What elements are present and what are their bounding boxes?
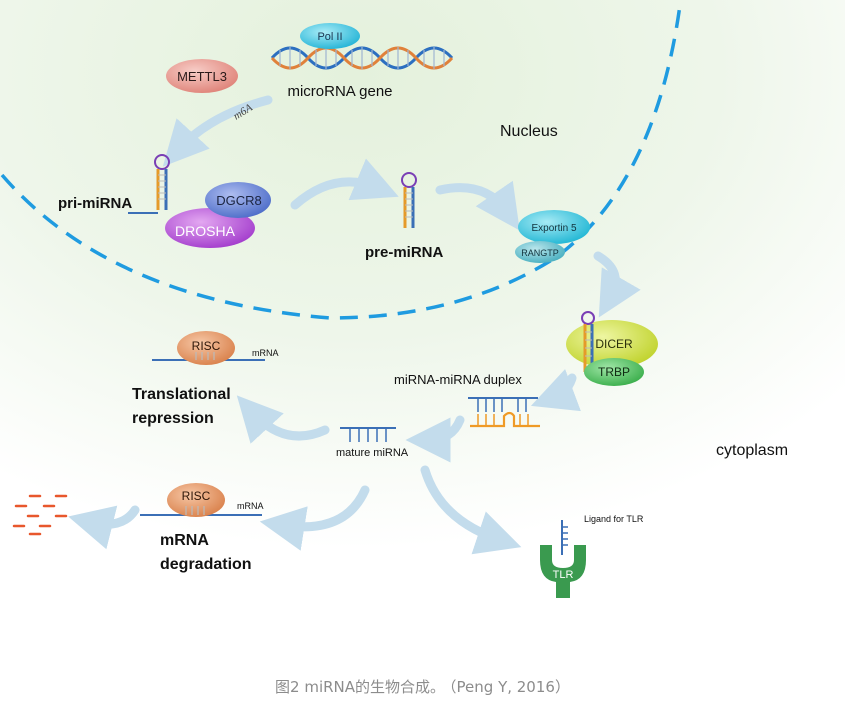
pre-mirna-hairpin <box>401 172 417 228</box>
pri-mirna-hairpin <box>128 154 170 214</box>
arrow-pre-to-exportin <box>435 180 520 231</box>
risc-complex-bottom <box>167 483 225 517</box>
microrna-gene-label: microRNA gene <box>287 83 392 100</box>
figure-caption: 图2 miRNA的生物合成。（Peng Y, 2016） <box>0 676 845 697</box>
arrow-dicer-to-duplex <box>530 369 581 412</box>
arrow-pri-to-pre <box>290 158 399 210</box>
pol-ii-enzyme <box>300 23 360 49</box>
mature-mirna-label: mature miRNA <box>336 447 409 459</box>
pre-mirna-label: pre-miRNA <box>365 244 444 261</box>
trbp-protein <box>584 358 644 386</box>
exportin-5-protein <box>518 210 590 244</box>
arrow-duplex-to-mature <box>405 415 465 463</box>
nucleus-membrane <box>0 4 682 320</box>
tlr-receptor <box>540 545 586 598</box>
pathway-arrows <box>68 95 641 555</box>
tlr-label: TLR <box>553 569 574 581</box>
drosha-label: DROSHA <box>175 223 236 239</box>
pol-ii-label: Pol II <box>317 31 342 43</box>
duplex-label: miRNA-miRNA duplex <box>394 372 522 387</box>
mettl3-enzyme <box>166 59 238 93</box>
mettl3-label: METTL3 <box>177 69 227 84</box>
mrna-label-top: mRNA <box>252 348 279 358</box>
caption-citation: （Peng Y, 2016） <box>449 678 570 696</box>
exportin-5-label: Exportin 5 <box>531 223 576 234</box>
arrow-to-degradation <box>259 485 370 551</box>
nucleus-label: Nucleus <box>500 123 558 140</box>
degradation-label-line2: degradation <box>160 556 252 573</box>
translational-label-line2: repression <box>132 410 214 427</box>
risc-label-bottom: RISC <box>182 489 211 503</box>
risc-top-pairing <box>195 352 215 360</box>
caption-text: 图2 miRNA的生物合成。 <box>275 678 446 696</box>
dgcr8-enzyme <box>205 182 271 218</box>
mature-mirna-strand <box>340 427 396 442</box>
arrow-gene-to-pri <box>162 95 273 167</box>
arrow-to-tlr <box>420 465 522 555</box>
mirna-biogenesis-diagram: Pol II microRNA gene METTL3 m6A Nucleus … <box>0 0 845 610</box>
degradation-label-line1: mRNA <box>160 532 209 549</box>
arrow-to-translational <box>236 395 330 444</box>
rangtp-protein <box>515 241 565 263</box>
risc-label-top: RISC <box>192 339 221 353</box>
arrow-exportin-to-dicer <box>593 251 641 318</box>
drosha-enzyme <box>165 208 255 248</box>
risc-bottom-pairing <box>185 506 205 515</box>
tlr-ligand-strand <box>561 520 568 555</box>
dna-helix <box>270 46 454 70</box>
degraded-mrna-fragments <box>12 494 68 536</box>
rangtp-label: RANGTP <box>521 248 559 258</box>
arrow-to-fragments <box>68 505 140 550</box>
pri-mirna-label: pri-miRNA <box>58 195 132 212</box>
mirna-duplex <box>468 397 540 428</box>
cytoplasm-label: cytoplasm <box>716 442 788 459</box>
risc-complex-top <box>177 331 235 365</box>
dgcr8-label: DGCR8 <box>216 193 262 208</box>
ligand-for-tlr-label: Ligand for TLR <box>584 514 644 524</box>
mrna-label-bottom: mRNA <box>237 501 264 511</box>
dicer-label: DICER <box>595 337 633 351</box>
translational-label-line1: Translational <box>132 386 231 403</box>
cell-background <box>0 0 845 610</box>
trbp-label: TRBP <box>598 365 630 379</box>
